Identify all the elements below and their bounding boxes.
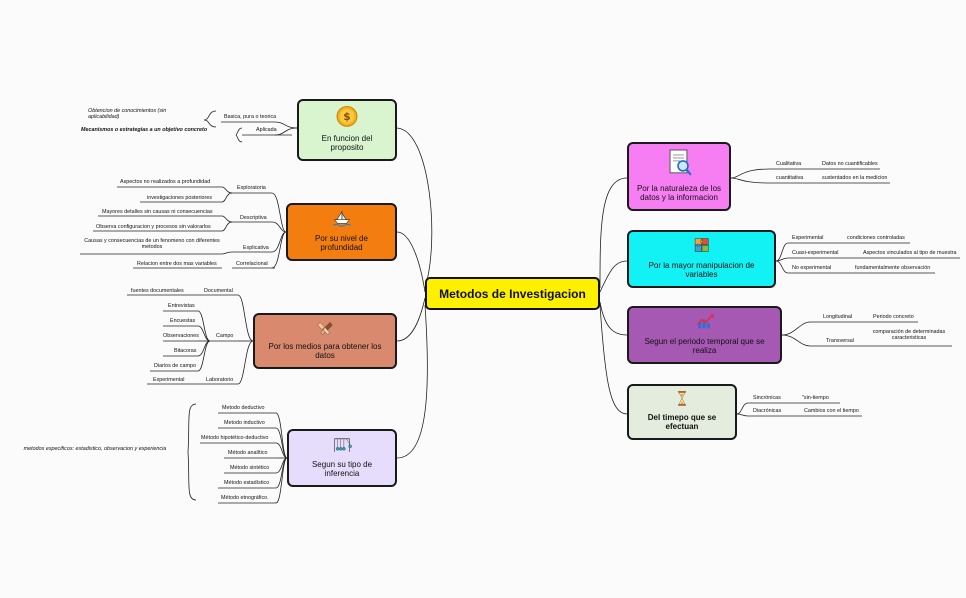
tiempo-item[interactable]: Sincrónicas — [753, 395, 781, 401]
naturaleza-detail: sustentados en la medicion — [822, 175, 888, 181]
profundidad-item[interactable]: Descriptiva — [240, 215, 267, 221]
puzzle-icon — [694, 238, 709, 252]
inferencia-item[interactable]: Método hipotético-deductivo — [201, 435, 269, 441]
inferencia-note: metodos especificos: estadistico, observ… — [23, 446, 167, 452]
node-profundidad[interactable]: Por su nivel de profundidad — [286, 203, 397, 261]
inferencia-item[interactable]: Metodo inductivo — [224, 420, 265, 426]
node-naturaleza-label: Por la naturaleza de los datos y la info… — [636, 183, 722, 203]
tiempo-detail: "sin-tiempo — [802, 395, 829, 401]
inferencia-item[interactable]: Metodo deductivo — [222, 405, 265, 411]
newtons-cradle-icon — [334, 438, 352, 452]
central-topic[interactable]: Metodos de Investigacion — [425, 277, 600, 310]
document-search-icon — [669, 149, 692, 176]
temporal-detail: comparación de determinadas caracteristi… — [872, 329, 946, 342]
temporal-item[interactable]: Transversal — [826, 338, 854, 344]
temporal-item[interactable]: Longitudinal — [823, 314, 853, 320]
medios-detail: Bitacoras — [174, 348, 197, 354]
manipulacion-item[interactable]: Experimental — [792, 235, 824, 241]
medios-detail: fuentes documentales — [131, 288, 184, 294]
temporal-detail: Periodo concreto — [873, 314, 914, 320]
node-proposito[interactable]: $ En funcion del proposito — [297, 99, 397, 161]
profundidad-detail: Observa configuracion y procesos sin val… — [96, 224, 211, 230]
inferencia-item[interactable]: Método etnográfico. — [221, 495, 269, 501]
node-manipulacion[interactable]: Por la mayor manipulacion de variables — [627, 230, 776, 288]
manipulacion-detail: fundamentalmente observación — [855, 265, 931, 271]
node-temporal-label: Segun el periodo temporal que se realiza — [644, 336, 765, 356]
medios-detail: Experimental — [153, 377, 185, 383]
trend-chart-icon — [696, 314, 714, 329]
dollar-coin-icon: $ — [336, 105, 358, 127]
tiempo-item[interactable]: Diacrónicas — [753, 408, 782, 414]
profundidad-detail: Aspectos no realizados a profundidad — [120, 179, 211, 185]
proposito-detail: Obtencion de conocimientos (sin aplicabi… — [88, 108, 167, 121]
profundidad-item[interactable]: Exploratoria — [237, 185, 266, 191]
node-tiempo[interactable]: Del timepo que se efectuan — [627, 384, 737, 440]
naturaleza-item[interactable]: cuantitativa — [776, 175, 804, 181]
inferencia-item[interactable]: Método sintético — [230, 465, 270, 471]
node-temporal[interactable]: Segun el periodo temporal que se realiza — [627, 306, 782, 364]
medios-item[interactable]: Campo — [216, 333, 234, 339]
medios-detail: Encuestas — [170, 318, 196, 324]
profundidad-detail: Causas y consecuencias de un fenomeno co… — [84, 238, 220, 251]
medios-detail: Observaciones — [163, 333, 199, 339]
medios-item[interactable]: Laboratorio — [206, 377, 234, 383]
node-tiempo-label: Del timepo que se efectuan — [647, 412, 717, 432]
profundidad-detail: investigaciones posteriores — [147, 195, 213, 201]
profundidad-detail: Relacion entre dos mas variables — [137, 261, 217, 267]
node-manipulacion-label: Por la mayor manipulacion de variables — [648, 260, 755, 280]
profundidad-item[interactable]: Explicativa — [243, 245, 269, 251]
node-inferencia[interactable]: Segun su tipo de inferencia — [287, 429, 397, 487]
naturaleza-item[interactable]: Cualitativa — [776, 161, 802, 167]
svg-text:$: $ — [343, 110, 350, 123]
manipulacion-item[interactable]: Cuasi-experimental — [792, 250, 839, 256]
node-medios-label: Por los medios para obtener los datos — [268, 341, 382, 361]
manipulacion-detail: Aspectos vinculados al tipo de muestra — [863, 250, 957, 256]
proposito-item[interactable]: Basica, pura o teorica — [224, 114, 277, 120]
hourglass-icon — [678, 391, 686, 406]
hands-together-icon — [317, 322, 333, 336]
tiempo-detail: Cambios con el tiempo — [804, 408, 859, 414]
node-proposito-label: En funcion del proposito — [321, 133, 373, 153]
inferencia-item[interactable]: Método estadístico — [224, 480, 270, 486]
medios-item[interactable]: Documental — [204, 288, 233, 294]
node-naturaleza[interactable]: Por la naturaleza de los datos y la info… — [627, 142, 731, 211]
proposito-detail: Mecanismos o estrategias a un objetivo c… — [81, 127, 208, 133]
inferencia-item[interactable]: Método analítico — [228, 450, 268, 456]
manipulacion-detail: condiciones controladas — [847, 235, 905, 241]
manipulacion-item[interactable]: No experimental — [792, 265, 832, 271]
naturaleza-detail: Datos no cuantificables — [822, 161, 878, 167]
medios-detail: Diarios de campo — [154, 363, 196, 369]
node-profundidad-label: Por su nivel de profundidad — [315, 233, 368, 253]
medios-detail: Entrevistas — [168, 303, 195, 309]
node-medios[interactable]: Por los medios para obtener los datos — [253, 313, 397, 369]
profundidad-detail: Mayores detalles sin causas ni consecuen… — [102, 209, 213, 215]
proposito-item[interactable]: Aplicada — [256, 127, 277, 133]
profundidad-item[interactable]: Correlacional — [236, 261, 268, 267]
node-inferencia-label: Segun su tipo de inferencia — [311, 459, 373, 479]
paper-boat-icon — [332, 210, 351, 227]
